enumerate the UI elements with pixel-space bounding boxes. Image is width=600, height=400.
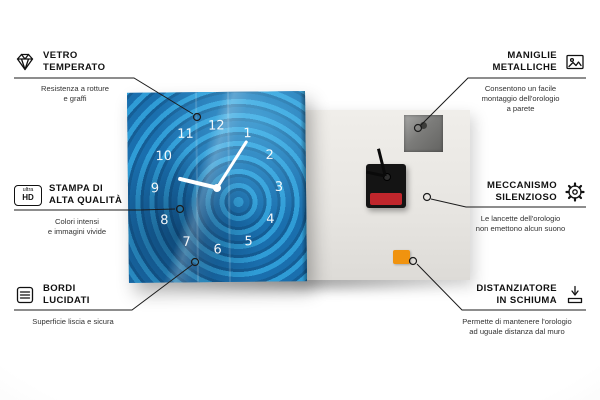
callout-description: Colori intensi e immagini vivide <box>47 217 107 236</box>
polished-edges-icon <box>14 284 36 306</box>
gear-icon <box>564 181 586 203</box>
clock-back-panel <box>300 110 470 280</box>
callout-title: DISTANZIATORE IN SCHIUMA <box>476 283 557 306</box>
clock-number: 10 <box>155 148 173 165</box>
callout-description: Consentono un facile montaggio dell'orol… <box>481 84 560 113</box>
minute-hand <box>215 139 249 189</box>
callout-title: STAMPA DI ALTA QUALITÀ <box>49 183 123 206</box>
callout-maniglie-metalliche: MANIGLIE METALLICHE Consentono un facile… <box>455 47 586 114</box>
diamond-icon <box>14 51 36 73</box>
clock-number: 6 <box>213 242 222 258</box>
clock-mechanism <box>366 148 406 208</box>
callout-meccanismo-silenzioso: MECCANISMO SILENZIOSO Le lancette dell'o… <box>455 177 586 234</box>
clock-number: 8 <box>160 213 169 229</box>
clock-number: 3 <box>274 179 284 195</box>
glass-reflection-line <box>226 91 231 282</box>
callout-title: MANIGLIE METALLICHE <box>492 50 557 73</box>
callout-title: BORDI LUCIDATI <box>43 283 90 306</box>
foam-spacer <box>393 250 410 264</box>
mounting-hole <box>420 122 427 129</box>
ultra-hd-icon: ultra HD <box>14 184 42 206</box>
metal-mounting-plate <box>404 115 443 152</box>
clock-number: 9 <box>150 181 160 197</box>
callout-description: Superficie liscia e sicura <box>32 317 114 326</box>
callout-description: Resistenza a rotture e graffi <box>41 84 109 103</box>
ultra-hd-icon-label-top: ultra <box>22 187 34 194</box>
clock-number: 12 <box>208 118 225 134</box>
callout-title: MECCANISMO SILENZIOSO <box>487 180 557 203</box>
clock-front-face: 12 1 2 3 4 5 6 7 8 9 10 11 <box>127 91 307 283</box>
clock-number: 5 <box>244 234 253 250</box>
clock-number: 11 <box>177 126 194 142</box>
clock-center-cap <box>212 183 222 193</box>
callout-vetro-temperato: VETRO TEMPERATO Resistenza a rotture e g… <box>14 47 136 104</box>
clock-number: 4 <box>266 211 275 227</box>
callout-description: Permette di mantenere l'orologio ad ugua… <box>462 317 572 336</box>
ultra-hd-icon-label-bottom: HD <box>22 192 34 202</box>
picture-frame-icon <box>564 51 586 73</box>
battery <box>370 193 402 205</box>
clock-number: 7 <box>182 234 191 250</box>
callout-description: Le lancette dell'orologio non emettono a… <box>475 214 566 233</box>
clock-number: 2 <box>265 147 274 163</box>
callout-title: VETRO TEMPERATO <box>43 50 106 73</box>
callout-bordi-lucidati: BORDI LUCIDATI Superficie liscia e sicur… <box>14 280 132 327</box>
callout-stampa-alta-qualita: ultra HD STAMPA DI ALTA QUALITÀ Colori i… <box>14 180 140 237</box>
clock-number: 1 <box>243 126 252 142</box>
glass-reflection-line <box>194 92 199 283</box>
foam-spacer-icon <box>564 284 586 306</box>
